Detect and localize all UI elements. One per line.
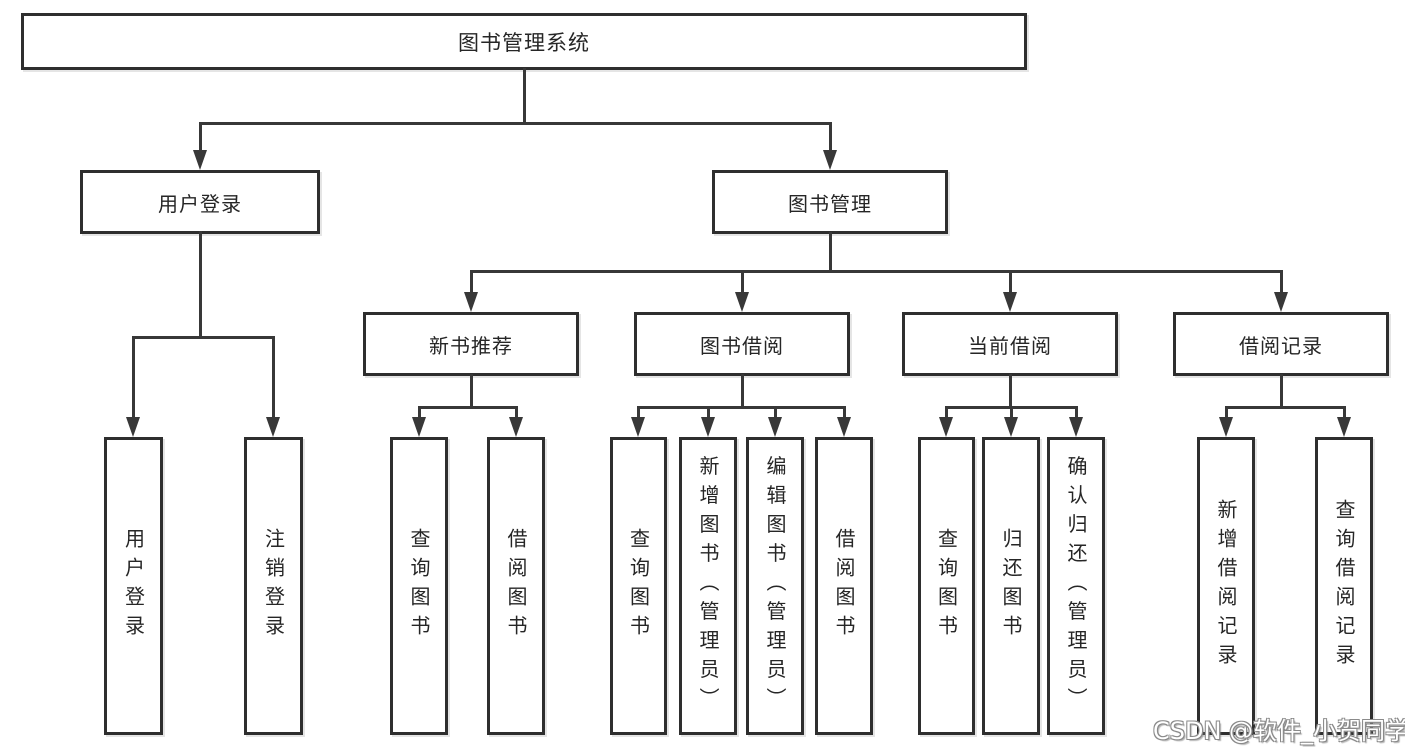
leaf-return-books: 归还图书 <box>982 437 1040 735</box>
connector-branch <box>132 336 135 419</box>
connector-branch <box>637 406 640 419</box>
connector-branch <box>774 406 777 419</box>
connector-hline <box>418 406 518 409</box>
leaf-label: 新增图书（管理员） <box>696 455 720 717</box>
leaf-label: 查询图书 <box>934 528 959 644</box>
connector-branch <box>470 270 473 294</box>
connector-branch <box>515 406 518 419</box>
leaf-query-books-current: 查询图书 <box>918 437 975 735</box>
node-label: 图书管理 <box>788 191 872 216</box>
leaf-label: 确认归还（管理员） <box>1064 455 1088 717</box>
connector-user-login-hline <box>132 336 275 339</box>
leaf-label: 归还图书 <box>999 528 1023 644</box>
connector-branch <box>1225 406 1228 419</box>
arrow-down-icon <box>193 150 207 170</box>
leaf-label: 查询图书 <box>407 528 431 644</box>
arrow-down-icon <box>509 417 523 437</box>
node-label: 借阅记录 <box>1239 333 1323 358</box>
arrow-down-icon <box>631 417 645 437</box>
node-label: 新书推荐 <box>429 333 513 358</box>
connector-branch-user-login <box>199 122 202 152</box>
connector-branch <box>741 270 744 294</box>
connector-branch <box>945 406 948 419</box>
arrow-down-icon <box>1274 292 1288 312</box>
leaf-label: 借阅图书 <box>832 528 856 644</box>
leaf-label: 注销登录 <box>261 528 286 644</box>
arrow-down-icon <box>837 417 851 437</box>
arrow-down-icon <box>823 150 837 170</box>
connector-branch <box>272 336 275 419</box>
connector-branch <box>1075 406 1078 419</box>
connector-branch <box>1010 406 1013 419</box>
leaf-add-books-admin: 新增图书（管理员） <box>679 437 737 735</box>
arrow-down-icon <box>1337 417 1351 437</box>
node-book-borrow: 图书借阅 <box>634 312 850 376</box>
connector-branch <box>707 406 710 419</box>
node-user-login: 用户登录 <box>80 170 320 234</box>
arrow-down-icon <box>1219 417 1233 437</box>
leaf-logout: 注销登录 <box>244 437 303 735</box>
connector-hline <box>1225 406 1346 409</box>
arrow-down-icon <box>126 417 140 437</box>
arrow-down-icon <box>1069 417 1083 437</box>
node-new-book-recommend: 新书推荐 <box>363 312 579 376</box>
node-book-management: 图书管理 <box>712 170 948 234</box>
leaf-query-books-borrow: 查询图书 <box>610 437 667 735</box>
node-borrow-record: 借阅记录 <box>1173 312 1389 376</box>
leaf-label: 编辑图书（管理员） <box>763 455 787 717</box>
node-label: 用户登录 <box>158 191 242 216</box>
arrow-down-icon <box>1004 417 1018 437</box>
node-label: 图书借阅 <box>700 333 784 358</box>
leaf-label: 查询借阅记录 <box>1332 499 1356 673</box>
connector-stem <box>741 374 744 408</box>
connector-root-stem <box>523 68 526 125</box>
leaf-edit-books-admin: 编辑图书（管理员） <box>746 437 804 735</box>
leaf-label: 用户登录 <box>121 528 146 644</box>
connector-branch <box>1280 270 1283 294</box>
node-current-borrow: 当前借阅 <box>902 312 1118 376</box>
node-library-management-system: 图书管理系统 <box>21 13 1027 70</box>
arrow-down-icon <box>735 292 749 312</box>
connector-branch-book-management <box>829 122 832 152</box>
leaf-user-login: 用户登录 <box>104 437 163 735</box>
connector-stem <box>470 374 473 408</box>
connector-branch <box>418 406 421 419</box>
connector-user-login-stem <box>199 231 202 339</box>
connector-stem <box>1280 374 1283 408</box>
arrow-down-icon <box>412 417 426 437</box>
arrow-down-icon <box>768 417 782 437</box>
node-label: 当前借阅 <box>968 333 1052 358</box>
connector-root-hline <box>199 122 832 125</box>
leaf-query-borrow-record: 查询借阅记录 <box>1315 437 1373 735</box>
connector-book-management-hline <box>470 270 1283 273</box>
arrow-down-icon <box>266 417 280 437</box>
leaf-label: 借阅图书 <box>504 528 528 644</box>
arrow-down-icon <box>701 417 715 437</box>
leaf-borrow-books: 借阅图书 <box>815 437 873 735</box>
connector-branch <box>1009 270 1012 294</box>
connector-branch <box>1343 406 1346 419</box>
csdn-watermark: CSDN @软件_小贺同学 <box>1153 717 1405 745</box>
connector-branch <box>843 406 846 419</box>
connector-stem <box>1009 374 1012 408</box>
arrow-down-icon <box>464 292 478 312</box>
connector-hline <box>637 406 846 409</box>
leaf-confirm-return-admin: 确认归还（管理员） <box>1047 437 1105 735</box>
leaf-label: 查询图书 <box>626 528 651 644</box>
arrow-down-icon <box>939 417 953 437</box>
connector-book-management-stem <box>829 232 832 273</box>
leaf-add-borrow-record: 新增借阅记录 <box>1197 437 1255 735</box>
leaf-label: 新增借阅记录 <box>1214 499 1238 673</box>
arrow-down-icon <box>1003 292 1017 312</box>
leaf-query-books-recommend: 查询图书 <box>390 437 448 735</box>
node-label: 图书管理系统 <box>458 30 590 55</box>
leaf-borrow-books-recommend: 借阅图书 <box>487 437 545 735</box>
